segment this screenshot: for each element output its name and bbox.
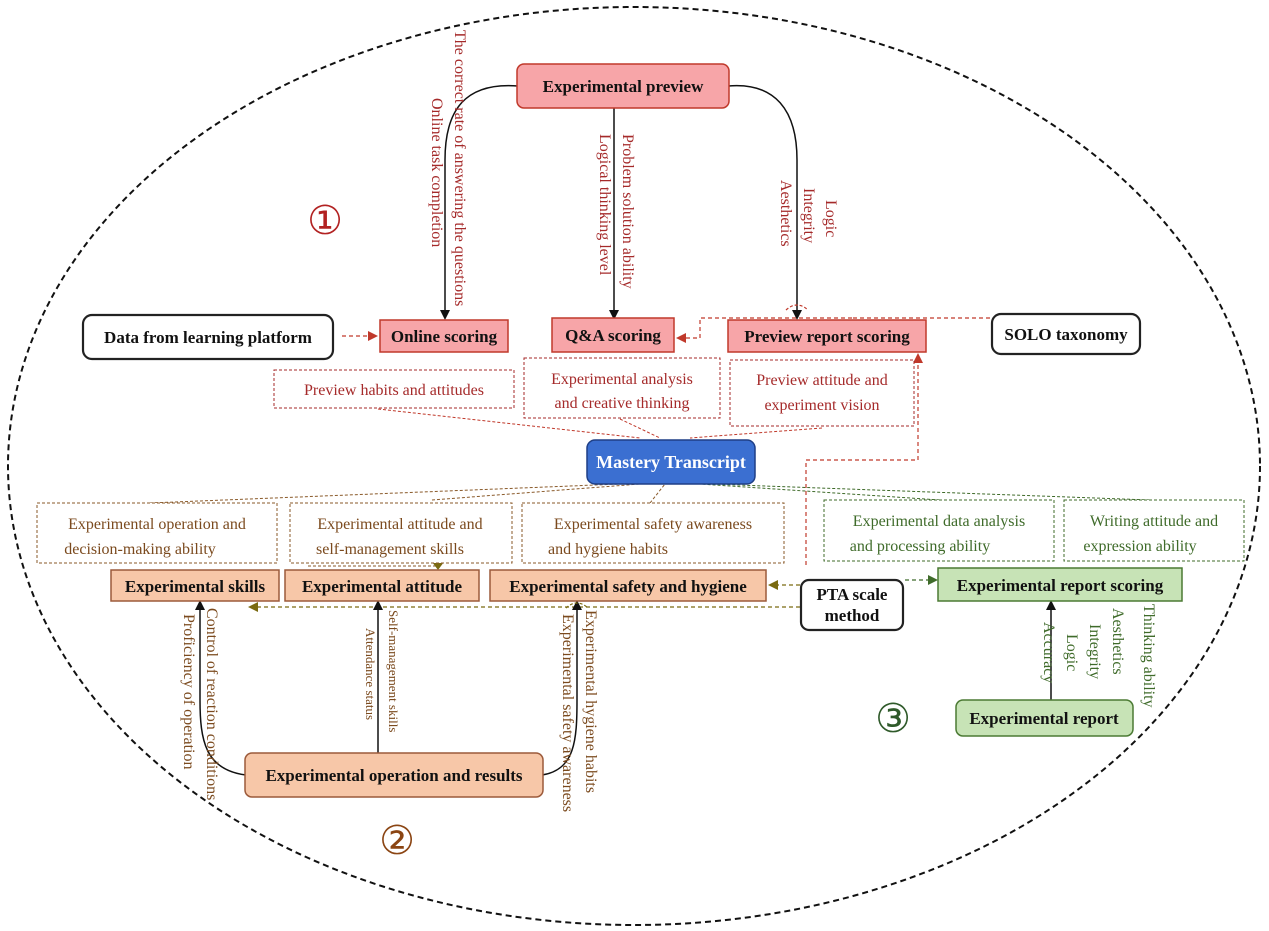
- operation-text-line1: Experimental operation and: [68, 516, 246, 533]
- node-data-from-learning-platform: Data from learning platform: [81, 313, 335, 361]
- node-preview-report-scoring: Preview report scoring: [727, 319, 927, 353]
- preview-habits-text: Preview habits and attitudes: [304, 382, 484, 399]
- node-pta-scale-method: PTA scale method: [799, 578, 905, 632]
- safety-text-line2: and hygiene habits: [548, 541, 668, 558]
- section-number-three: ③: [875, 696, 911, 742]
- label-integrity: Integrity: [800, 188, 817, 243]
- data-analysis-text-line1: Experimental data analysis: [853, 513, 1025, 530]
- label-report-logic: Logic: [1063, 634, 1080, 671]
- experimental-skills-label: Experimental skills: [125, 577, 266, 596]
- section-number-two: ②: [379, 818, 415, 864]
- exp-analysis-text-line2: and creative thinking: [554, 395, 689, 412]
- solo-taxonomy-label: SOLO taxonomy: [1004, 325, 1128, 344]
- dashed-box-exp-analysis: Experimental analysis and creative think…: [523, 357, 721, 419]
- label-report-integrity: Integrity: [1086, 624, 1103, 679]
- section-number-one: ①: [307, 198, 343, 244]
- data-analysis-text-line2: and processing ability: [850, 538, 990, 555]
- label-report-thinking: Thinking ability: [1140, 604, 1157, 708]
- node-experimental-skills: Experimental skills: [110, 569, 280, 602]
- label-self-management: Self-management skills: [386, 610, 401, 732]
- node-qa-scoring: Q&A scoring: [551, 317, 675, 353]
- outer-boundary-ellipse: [7, 6, 1261, 926]
- dashed-box-writing: Writing attitude and expression ability: [1063, 499, 1245, 562]
- pta-scale-method-label-line1: PTA scale: [817, 585, 888, 604]
- node-experimental-attitude: Experimental attitude: [284, 569, 480, 602]
- label-problem-solution: Problem solution ability: [619, 134, 636, 289]
- node-experimental-report: Experimental report: [955, 699, 1134, 737]
- experimental-report-label: Experimental report: [969, 709, 1119, 728]
- experimental-report-scoring-label: Experimental report scoring: [957, 576, 1164, 595]
- dashed-box-preview-habits: Preview habits and attitudes: [273, 369, 515, 409]
- dashed-box-safety: Experimental safety awareness and hygien…: [521, 502, 785, 564]
- node-experimental-preview: Experimental preview: [516, 63, 730, 109]
- label-logic: Logic: [822, 200, 839, 237]
- dashed-box-operation: Experimental operation and decision-maki…: [36, 502, 278, 564]
- label-safety-awareness: Experimental safety awareness: [559, 614, 576, 812]
- label-correct-rate: The correct rate of answering the questi…: [451, 30, 468, 306]
- node-experimental-safety-hygiene: Experimental safety and hygiene: [489, 569, 767, 602]
- label-report-accuracy: Accuracy: [1040, 622, 1057, 683]
- practice-connectors: [149, 483, 1151, 776]
- label-report-aesthetics: Aesthetics: [1109, 608, 1126, 675]
- dashed-box-attitude: Experimental attitude and self-managemen…: [289, 502, 513, 564]
- experimental-preview-label: Experimental preview: [543, 77, 704, 96]
- label-proficiency: Proficiency of operation: [180, 614, 197, 770]
- online-scoring-label: Online scoring: [391, 327, 498, 346]
- label-attendance: Attendance status: [363, 628, 378, 720]
- preview-connectors: [342, 84, 990, 565]
- dashed-box-data-analysis: Experimental data analysis and processin…: [823, 499, 1055, 562]
- node-experimental-operation-results: Experimental operation and results: [244, 752, 544, 798]
- writing-text-line2: expression ability: [1083, 538, 1196, 555]
- exp-analysis-text-line1: Experimental analysis: [551, 371, 693, 388]
- attitude-text-line2: self-management skills: [316, 541, 464, 558]
- label-logical-thinking: Logical thinking level: [596, 134, 613, 276]
- operation-text-line2: decision-making ability: [64, 541, 216, 558]
- node-online-scoring: Online scoring: [379, 319, 509, 353]
- mastery-transcript-label: Mastery Transcript: [596, 452, 746, 472]
- experimental-safety-hygiene-label: Experimental safety and hygiene: [509, 577, 747, 596]
- node-solo-taxonomy: SOLO taxonomy: [990, 312, 1142, 356]
- preview-report-scoring-label: Preview report scoring: [744, 327, 910, 346]
- label-aesthetics: Aesthetics: [777, 180, 794, 247]
- attitude-text-line1: Experimental attitude and: [317, 516, 482, 533]
- node-experimental-report-scoring: Experimental report scoring: [937, 567, 1183, 602]
- preview-attitude-text-line2: experiment vision: [764, 397, 879, 414]
- qa-scoring-label: Q&A scoring: [565, 326, 661, 345]
- label-control-reaction: Control of reaction conditions: [203, 608, 220, 800]
- safety-text-line1: Experimental safety awareness: [554, 516, 752, 533]
- pta-scale-method-label-line2: method: [825, 606, 880, 625]
- dashed-box-preview-attitude: Preview attitude and experiment vision: [729, 359, 915, 427]
- data-from-learning-platform-label: Data from learning platform: [104, 328, 312, 347]
- experimental-attitude-label: Experimental attitude: [302, 577, 463, 596]
- writing-text-line1: Writing attitude and: [1090, 513, 1218, 530]
- experimental-operation-results-label: Experimental operation and results: [265, 766, 522, 785]
- label-online-task: Online task completion: [428, 98, 445, 247]
- preview-attitude-text-line1: Preview attitude and: [756, 372, 888, 389]
- node-mastery-transcript: Mastery Transcript: [586, 439, 756, 485]
- label-hygiene-habits: Experimental hygiene habits: [582, 610, 599, 793]
